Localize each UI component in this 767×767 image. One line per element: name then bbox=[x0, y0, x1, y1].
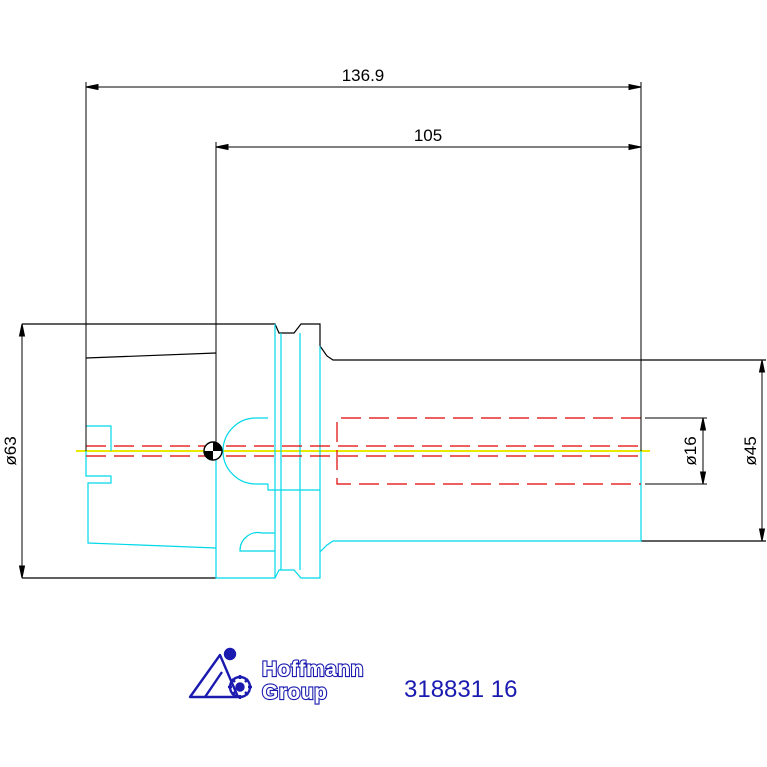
part-number: 318831 16 bbox=[404, 676, 517, 703]
logo-emblem-icon bbox=[188, 647, 252, 699]
dimension-label-overall: 136.9 bbox=[342, 66, 385, 85]
dimension-label-bore: ø16 bbox=[681, 436, 700, 465]
dimension-overall-length bbox=[85, 82, 642, 451]
datum-circle-icon bbox=[203, 441, 223, 461]
dimension-label-shank: ø45 bbox=[741, 436, 760, 465]
logo-word-hoffmann: Hoffmann bbox=[262, 658, 364, 681]
dimension-shank-diameter bbox=[758, 359, 766, 542]
dimension-bore-diameter bbox=[645, 417, 707, 485]
logo-word-group: Group bbox=[262, 681, 328, 704]
dimension-label-projection: 105 bbox=[414, 126, 442, 145]
dimension-label-flange: ø63 bbox=[1, 436, 20, 465]
taper-line bbox=[85, 352, 217, 359]
dimension-projection-length bbox=[215, 142, 642, 451]
holder-outline-top bbox=[22, 323, 766, 361]
dimension-flange-diameter bbox=[18, 323, 26, 579]
bore-hidden-lines bbox=[86, 417, 641, 485]
section-contour bbox=[85, 324, 642, 579]
hoffmann-group-logo: Hoffmann Group bbox=[188, 647, 365, 705]
